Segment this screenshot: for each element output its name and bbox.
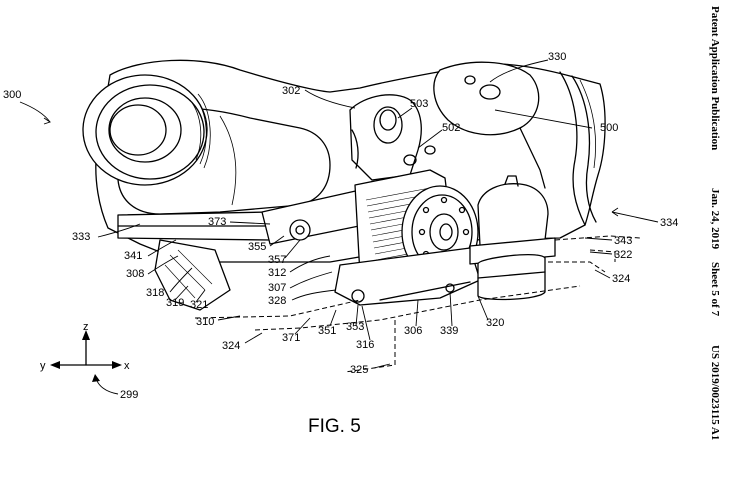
axis-x-label: x [124, 360, 130, 372]
ref-333: 333 [72, 231, 90, 243]
ref-351: 351 [318, 325, 336, 337]
reference-numerals: 300 302 330 503 502 500 334 333 373 341 … [3, 51, 678, 401]
ref-316: 316 [356, 339, 374, 351]
ref-310: 310 [196, 316, 214, 328]
figure-title: FIG. 5 [308, 416, 361, 437]
ref-330: 330 [548, 51, 566, 63]
patent-header: Patent Application Publication Jan. 24, … [709, 6, 721, 440]
ref-324-right: 324 [612, 273, 630, 285]
ref-328: 328 [268, 295, 286, 307]
ref-357: 357 [268, 254, 286, 266]
header-sheet: Sheet 5 of 7 [709, 262, 721, 317]
ref-306: 306 [404, 325, 422, 337]
ref-371: 371 [282, 332, 300, 344]
ref-339: 339 [440, 325, 458, 337]
ref-307: 307 [268, 282, 286, 294]
ref-322: 322 [614, 249, 632, 261]
ref-308: 308 [126, 268, 144, 280]
ref-353: 353 [346, 321, 364, 333]
ref-300: 300 [3, 89, 21, 101]
curved-arrow-icon [92, 374, 119, 395]
axis-y-label: y [40, 360, 46, 372]
header-date: Jan. 24, 2019 [709, 188, 721, 250]
ref-500: 500 [600, 122, 618, 134]
patent-drawing [82, 59, 641, 373]
ref-324-lower: 324 [222, 340, 240, 352]
ref-318: 318 [146, 287, 164, 299]
ref-319: 319 [166, 297, 184, 309]
ref-325: 325 [350, 364, 368, 376]
ref-334: 334 [660, 217, 678, 229]
axis-triad-icon: z y x [40, 321, 130, 372]
axis-z-label: z [83, 321, 89, 333]
ref-502: 502 [442, 122, 460, 134]
header-number: US 2019/0023115 A1 [709, 345, 721, 440]
ref-312: 312 [268, 267, 286, 279]
ref-341: 341 [124, 250, 142, 262]
ref-503: 503 [410, 98, 428, 110]
ref-355: 355 [248, 241, 266, 253]
ref-373: 373 [208, 216, 226, 228]
leader-lines [19, 59, 659, 369]
header-publication: Patent Application Publication [709, 6, 721, 150]
ref-321: 321 [190, 299, 208, 311]
ref-343: 343 [614, 235, 632, 247]
ref-320: 320 [486, 317, 504, 329]
ref-299: 299 [120, 389, 138, 401]
ref-302: 302 [282, 85, 300, 97]
